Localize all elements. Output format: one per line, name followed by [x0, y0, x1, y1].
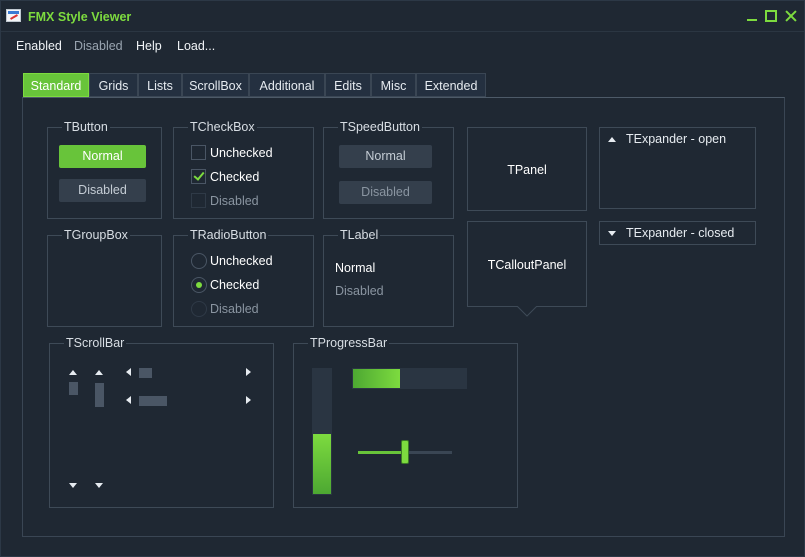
hscroll2-left-arrow-icon[interactable] [126, 396, 131, 404]
speed-normal-button[interactable]: Normal [339, 145, 432, 168]
tgroupbox-group: TGroupBox [47, 228, 162, 327]
window-title: FMX Style Viewer [28, 10, 132, 24]
menu-load[interactable]: Load... [177, 39, 216, 53]
checkbox-checked-label: Checked [210, 170, 260, 184]
trackbar-fill [358, 451, 405, 454]
tbutton-title: TButton [62, 120, 110, 134]
normal-button[interactable]: Normal [59, 145, 146, 168]
vscroll2-down-arrow-icon[interactable] [95, 483, 103, 488]
hscroll1-right-arrow-icon[interactable] [246, 368, 251, 376]
app-icon [6, 9, 21, 22]
menu-help[interactable]: Help [136, 39, 162, 53]
tcalloutpanel-label: TCalloutPanel [487, 258, 567, 272]
horizontal-progress-bar [352, 368, 467, 389]
tab-extended[interactable]: Extended [416, 73, 486, 97]
tcheckbox-title: TCheckBox [188, 120, 257, 134]
expander-expand-icon[interactable] [608, 231, 616, 236]
radio-unchecked-label: Unchecked [210, 254, 273, 268]
checkbox-disabled[interactable] [191, 193, 206, 208]
radio-checked-label: Checked [210, 278, 260, 292]
tbutton-group: TButton Normal Disabled [47, 120, 162, 219]
disabled-button[interactable]: Disabled [59, 179, 146, 202]
title-bar: FMX Style Viewer [1, 1, 804, 32]
tscrollbar-group: TScrollBar [49, 336, 274, 508]
expander-collapse-icon[interactable] [608, 137, 616, 142]
close-icon[interactable] [785, 10, 797, 22]
vscroll1-down-arrow-icon[interactable] [69, 483, 77, 488]
texpander-open[interactable]: TExpander - open [599, 127, 756, 209]
tpanel-label: TPanel [507, 163, 547, 177]
tcheckbox-group: TCheckBox Unchecked Checked Disabled [173, 120, 314, 219]
maximize-icon[interactable] [765, 10, 777, 22]
texpander-closed-label: TExpander - closed [626, 226, 735, 240]
checkbox-unchecked-label: Unchecked [210, 146, 273, 160]
tprogressbar-group: TProgressBar [293, 336, 518, 508]
radio-disabled[interactable] [191, 301, 207, 317]
speed-disabled-button[interactable]: Disabled [339, 181, 432, 204]
hscroll2-right-arrow-icon[interactable] [246, 396, 251, 404]
trackbar[interactable] [358, 441, 452, 463]
tab-lists[interactable]: Lists [138, 73, 182, 97]
tlabel-group: TLabel Normal Disabled [323, 228, 454, 327]
radio-unchecked[interactable] [191, 253, 207, 269]
vscroll2-up-arrow-icon[interactable] [95, 370, 103, 375]
tab-standard[interactable]: Standard [23, 73, 89, 97]
tgroupbox-title: TGroupBox [62, 228, 130, 242]
checkbox-unchecked[interactable] [191, 145, 206, 160]
minimize-icon[interactable] [746, 10, 758, 22]
vscroll1-up-arrow-icon[interactable] [69, 370, 77, 375]
radio-checked[interactable] [191, 277, 207, 293]
radio-disabled-label: Disabled [210, 302, 259, 316]
tradiobutton-title: TRadioButton [188, 228, 269, 242]
menu-enabled[interactable]: Enabled [16, 39, 62, 53]
tscrollbar-title: TScrollBar [64, 336, 127, 350]
hscroll1-left-arrow-icon[interactable] [126, 368, 131, 376]
tcalloutpanel: TCalloutPanel [467, 221, 587, 307]
tspeedbutton-group: TSpeedButton Normal Disabled [323, 120, 454, 219]
tab-misc[interactable]: Misc [371, 73, 416, 97]
trackbar-thumb[interactable] [402, 441, 408, 463]
menu-bar: Enabled Disabled Help Load... [1, 33, 804, 59]
label-disabled: Disabled [335, 284, 384, 298]
radio-dot-icon [196, 282, 202, 288]
vertical-progress-bar [312, 368, 332, 495]
tspeedbutton-title: TSpeedButton [338, 120, 422, 134]
checkbox-checked[interactable] [191, 169, 206, 184]
hscroll2-thumb[interactable] [139, 396, 167, 406]
horizontal-progress-fill [353, 369, 400, 388]
tradiobutton-group: TRadioButton Unchecked Checked Disabled [173, 228, 314, 327]
tab-grids[interactable]: Grids [89, 73, 138, 97]
tpanel: TPanel [467, 127, 587, 211]
label-normal: Normal [335, 261, 376, 275]
check-mark-icon [193, 169, 205, 181]
vertical-progress-fill [313, 434, 331, 494]
tab-scrollbox[interactable]: ScrollBox [182, 73, 249, 97]
tab-edits[interactable]: Edits [325, 73, 371, 97]
menu-disabled[interactable]: Disabled [74, 39, 123, 53]
texpander-closed[interactable]: TExpander - closed [599, 221, 756, 245]
tab-additional[interactable]: Additional [249, 73, 325, 97]
vscroll2-thumb[interactable] [95, 383, 104, 407]
callout-pointer-icon [517, 306, 537, 317]
tprogressbar-title: TProgressBar [308, 336, 390, 350]
hscroll1-thumb[interactable] [139, 368, 152, 378]
texpander-open-label: TExpander - open [626, 132, 727, 146]
checkbox-disabled-label: Disabled [210, 194, 259, 208]
vscroll1-thumb[interactable] [69, 382, 78, 395]
tab-content-standard [22, 97, 785, 537]
tlabel-title: TLabel [338, 228, 381, 242]
